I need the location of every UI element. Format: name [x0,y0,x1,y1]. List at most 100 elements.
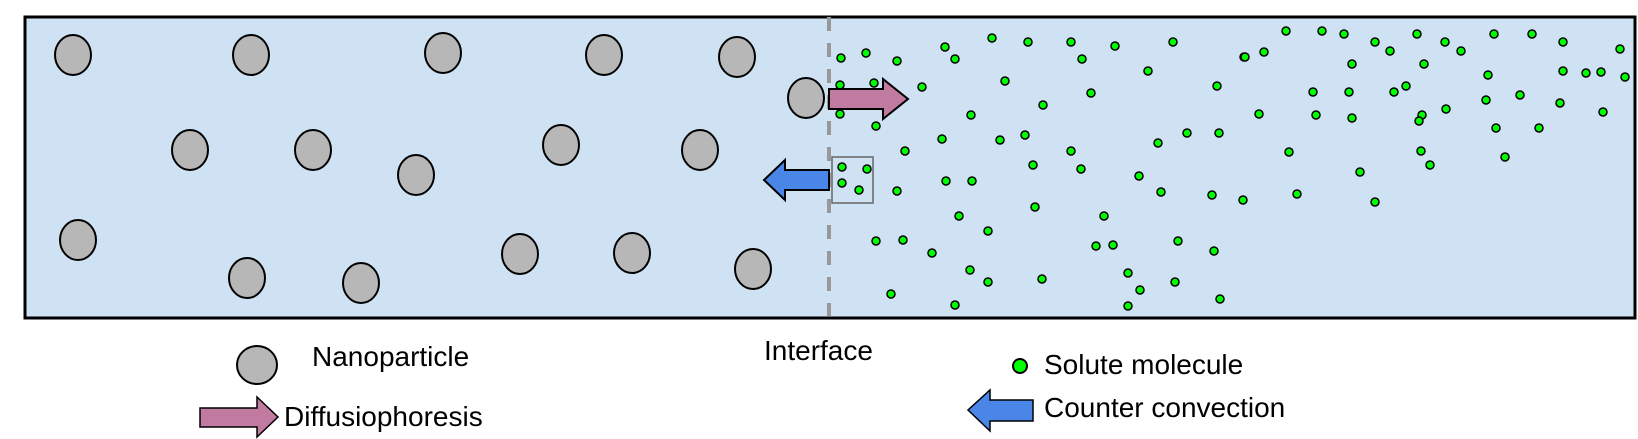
solute-molecule [995,135,1005,145]
nanoparticle [501,233,539,275]
solute-molecule [1254,109,1264,119]
solute-molecule [898,235,908,245]
solute-molecule [1456,46,1466,56]
solute-molecule [835,109,845,119]
nanoparticle [787,77,825,119]
solute-molecule [1401,81,1411,91]
solute-molecule [837,162,847,172]
solute-molecule [1238,195,1248,205]
solute-molecule [1123,301,1133,311]
nanoparticle [718,36,756,78]
solute-molecule [1000,76,1010,86]
solute-molecule [1598,107,1608,117]
solute-molecule [871,121,881,131]
solute-molecule [862,164,872,174]
solute-molecule [1615,44,1625,54]
solute-molecule [854,185,864,195]
solute-molecule [1182,128,1192,138]
solute-molecule [983,226,993,236]
solute-molecule [1170,277,1180,287]
solute-molecule [1558,66,1568,76]
solute-molecule [837,178,847,188]
solute-molecule [1483,70,1493,80]
solute-group [835,26,1630,311]
solute-molecule [1209,246,1219,256]
solute-molecule [1038,100,1048,110]
solute-molecule [1207,190,1217,200]
solute-molecule [941,176,951,186]
solute-molecule [1134,171,1144,181]
solute-molecule [1168,37,1178,47]
solute-molecule [1370,197,1380,207]
interface-label: Interface [764,335,873,366]
solute-molecule [1440,37,1450,47]
solute-molecule [1347,113,1357,123]
nanoparticle [342,262,380,304]
solute-molecule [1370,37,1380,47]
solute-molecule [1581,68,1591,78]
solute-molecule [1123,268,1133,278]
nanoparticle [681,129,719,171]
solute-molecule [1481,95,1491,105]
solute-molecule [1143,66,1153,76]
solute-molecule [1030,202,1040,212]
solute-molecule [1385,46,1395,56]
solute-molecule [1099,211,1109,221]
solute-molecule [1389,87,1399,97]
solute-molecule [1534,123,1544,133]
solute-molecule [950,300,960,310]
solute-cluster-box [831,156,874,204]
solute-molecule [1173,236,1183,246]
nanoparticle [734,248,772,290]
nanoparticle-group [54,32,825,304]
solute-molecule [983,277,993,287]
nanoparticle [542,124,580,166]
diffusiophoresis-label: Diffusiophoresis [284,401,483,432]
liquid-channel [23,15,1637,320]
solute-molecule [1596,67,1606,77]
solute-molecule [1037,274,1047,284]
solute-molecule [966,110,976,120]
solute-molecule [835,80,845,90]
solute-molecule [1555,98,1565,108]
nanoparticle [171,129,209,171]
solute-molecule [1489,29,1499,39]
solute-molecule [1527,29,1537,39]
solute-molecule [940,42,950,52]
solute-label: Solute molecule [1044,349,1244,380]
nanoparticle [59,219,97,261]
solute-molecule [1558,37,1568,47]
solute-molecule [1076,164,1086,174]
solute-molecule [1292,189,1302,199]
solute-molecule [927,248,937,258]
solute-molecule [1491,123,1501,133]
legend-solute-icon [1012,358,1028,374]
solute-molecule [1156,187,1166,197]
solute-molecule [1284,147,1294,157]
nanoparticle [585,34,623,76]
solute-molecule [1311,110,1321,120]
diffusiophoresis-arrow [828,76,910,122]
solute-molecule [917,82,927,92]
solute-molecule [1020,130,1030,140]
solute-molecule [950,54,960,64]
solute-molecule [1066,146,1076,156]
solute-molecule [1023,37,1033,47]
solute-molecule [1419,59,1429,69]
solute-molecule [1281,26,1291,36]
nanoparticle [613,232,651,274]
counter-convection-arrow [762,157,830,203]
solute-molecule [892,56,902,66]
solute-molecule [1347,59,1357,69]
solute-molecule [1240,52,1250,62]
legend-counter-convection-icon [966,388,1034,433]
nanoparticle [424,32,462,74]
solute-molecule [954,211,964,221]
solute-molecule [1214,128,1224,138]
solute-molecule [1620,72,1630,82]
solute-molecule [1344,87,1354,97]
solute-molecule [1355,167,1365,177]
solute-molecule [892,186,902,196]
solute-molecule [1108,240,1118,250]
